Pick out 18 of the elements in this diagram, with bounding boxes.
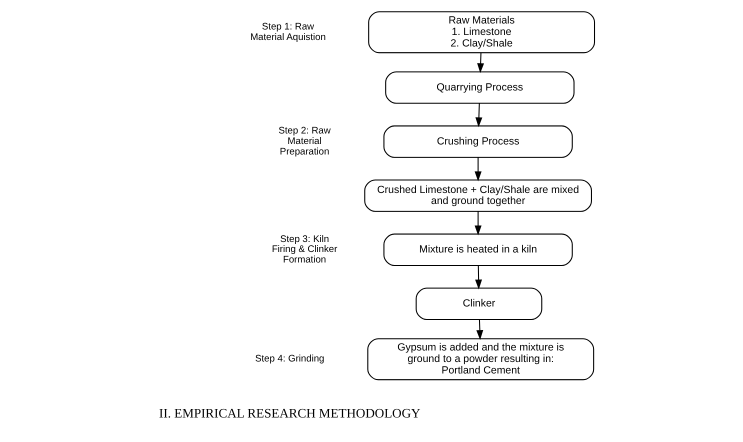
label: Step 3: Kiln Firing & Clinker Formation — [272, 234, 338, 266]
label: Step 4: Grinding — [255, 354, 324, 365]
label: Step 2: Raw Material Preparation — [278, 126, 331, 158]
node-box: Crushed Limestone + Clay/Shale are mixed and ground together — [364, 180, 592, 212]
arrow — [474, 157, 482, 182]
arrow — [475, 266, 482, 290]
arrow — [477, 52, 484, 74]
arrow — [474, 211, 482, 236]
arrow — [475, 103, 482, 128]
node-box: Mixture is heated in a kiln — [383, 234, 573, 266]
label: II. EMPIRICAL RESEARCH METHODOLOGY — [159, 406, 420, 421]
node-box: Gypsum is added and the mixture is ground to a powder resulting in: Portland Cement — [367, 338, 594, 380]
label: Step 1: Raw Material Aquistion — [250, 21, 326, 43]
node-box: Clinker — [416, 288, 542, 320]
node-box: Crushing Process — [383, 125, 573, 158]
node-box: Raw Materials 1. Limestone 2. Clay/Shale — [368, 11, 596, 54]
node-box: Quarrying Process — [385, 71, 575, 104]
arrow — [476, 320, 484, 340]
